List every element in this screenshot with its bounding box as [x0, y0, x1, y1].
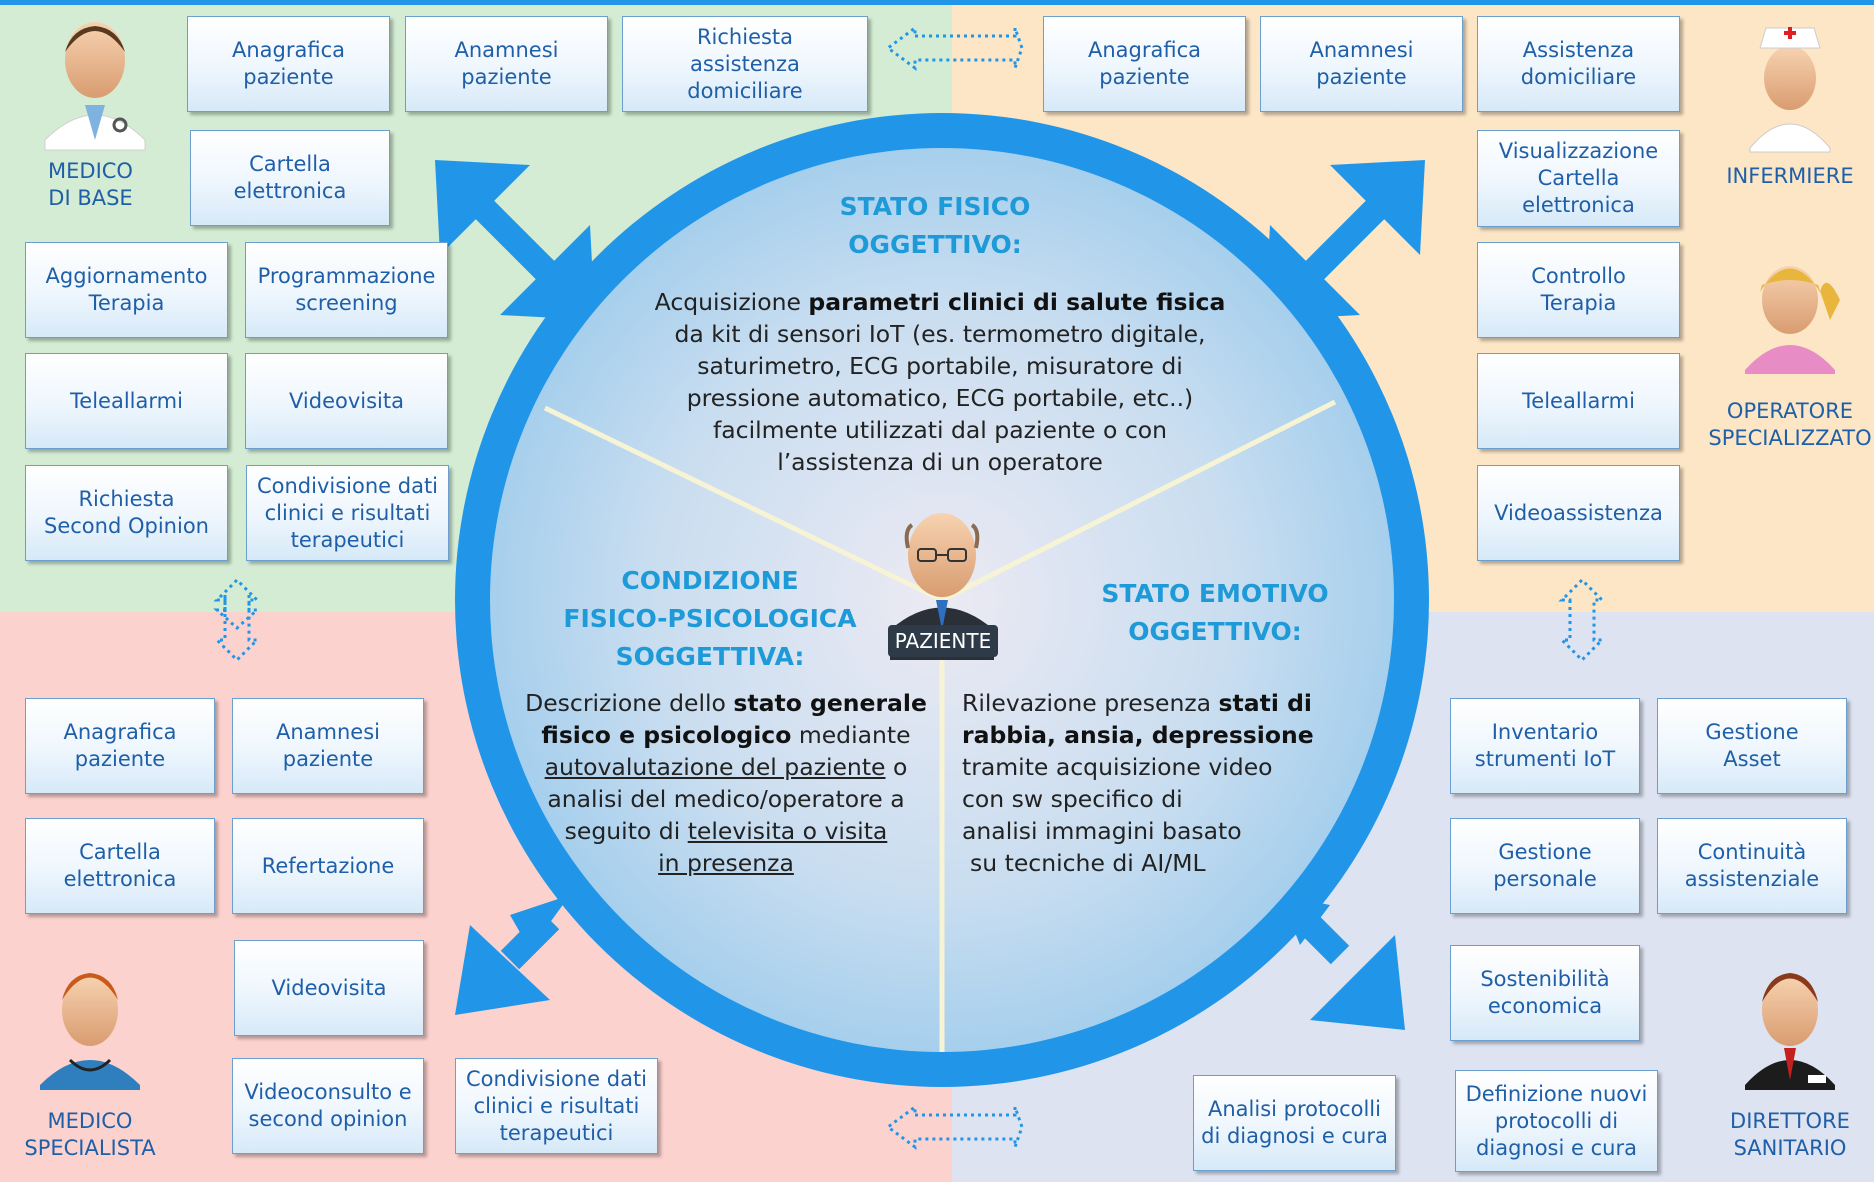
- infermiere-avatar: [1749, 27, 1831, 153]
- stato-fisico-text: Acquisizione parametri clinici di salute…: [654, 288, 1226, 476]
- condizione-text: Descrizione dello stato generale fisico …: [525, 689, 927, 877]
- videovisita-box[interactable]: Videovisita: [245, 353, 448, 449]
- medico-specialista-label: MEDICO SPECIALISTA: [24, 1109, 156, 1160]
- medico-base-avatar: [44, 22, 146, 151]
- inventario-strumenti-box[interactable]: Inventario strumenti IoT: [1450, 698, 1640, 794]
- operatore-avatar: [1745, 266, 1840, 374]
- infermiere-label: INFERMIERE: [1726, 164, 1854, 188]
- richiesta-second-opinion-box[interactable]: Richiesta Second Opinion: [25, 465, 228, 561]
- aggiornamento-terapia-box[interactable]: Aggiornamento Terapia: [25, 242, 228, 338]
- dotted-arrow-bottom: [885, 1104, 1024, 1150]
- refertazione-box[interactable]: Refertazione: [232, 818, 424, 914]
- dotted-arrow-top: [885, 25, 1024, 71]
- anagrafica-paziente-box[interactable]: Anagrafica paziente: [1043, 16, 1246, 112]
- dotted-arrow-right: [1558, 577, 1606, 663]
- anamnesi-paziente-box[interactable]: Anamnesi paziente: [405, 16, 608, 112]
- videovisita-box[interactable]: Videovisita: [234, 940, 424, 1036]
- cartella-elettronica-box[interactable]: Cartella elettronica: [190, 130, 390, 226]
- cartella-elettronica-box[interactable]: Cartella elettronica: [25, 818, 215, 914]
- videoassistenza-box[interactable]: Videoassistenza: [1477, 465, 1680, 561]
- teleallarmi-box[interactable]: Teleallarmi: [1477, 353, 1680, 449]
- teleallarmi-box[interactable]: Teleallarmi: [25, 353, 228, 449]
- sostenibilita-economica-box[interactable]: Sostenibilità economica: [1450, 945, 1640, 1041]
- gestione-personale-box[interactable]: Gestione personale: [1450, 818, 1640, 914]
- anagrafica-paziente-box[interactable]: Anagrafica paziente: [187, 16, 390, 112]
- anamnesi-paziente-box[interactable]: Anamnesi paziente: [1260, 16, 1463, 112]
- condizione-heading: CONDIZIONE FISICO-PSICOLOGICA SOGGETTIVA…: [563, 566, 857, 671]
- visualizzazione-cartella-box[interactable]: Visualizzazione Cartella elettronica: [1477, 130, 1680, 227]
- arrow-bottom-left: [455, 895, 570, 1015]
- richiesta-assistenza-domiciliare-box[interactable]: Richiesta assistenza domiciliare: [622, 16, 868, 112]
- patient-label: PAZIENTE: [888, 625, 998, 657]
- assistenza-domiciliare-box[interactable]: Assistenza domiciliare: [1477, 16, 1680, 112]
- top-bar: [0, 0, 1874, 5]
- gestione-asset-box[interactable]: Gestione Asset: [1657, 698, 1847, 794]
- direttore-label: DIRETTORE SANITARIO: [1730, 1109, 1850, 1160]
- operatore-label: OPERATORE SPECIALIZZATO: [1708, 399, 1872, 450]
- dotted-arrow-left: [213, 577, 261, 663]
- medico-specialista-avatar: [40, 973, 140, 1090]
- definizione-protocolli-box[interactable]: Definizione nuovi protocolli di diagnosi…: [1455, 1070, 1658, 1172]
- condivisione-dati-box[interactable]: Condivisione dati clinici e risultati te…: [246, 465, 449, 561]
- analisi-protocolli-box[interactable]: Analisi protocolli di diagnosi e cura: [1193, 1075, 1396, 1171]
- stato-emotivo-text: Rilevazione presenza stati di rabbia, an…: [962, 689, 1314, 877]
- anagrafica-paziente-box[interactable]: Anagrafica paziente: [25, 698, 215, 794]
- stato-emotivo-heading: STATO EMOTIVO OGGETTIVO:: [1101, 579, 1329, 646]
- medico-base-label: MEDICO DI BASE: [48, 159, 133, 210]
- direttore-avatar: [1745, 973, 1835, 1090]
- anamnesi-paziente-box[interactable]: Anamnesi paziente: [232, 698, 424, 794]
- controllo-terapia-box[interactable]: Controllo Terapia: [1477, 242, 1680, 338]
- videoconsulto-box[interactable]: Videoconsulto e second opinion: [232, 1058, 424, 1154]
- stato-fisico-heading: STATO FISICO OGGETTIVO:: [839, 192, 1031, 259]
- condivisione-dati-box[interactable]: Condivisione dati clinici e risultati te…: [455, 1058, 658, 1154]
- programmazione-screening-box[interactable]: Programmazione screening: [245, 242, 448, 338]
- continuita-assistenziale-box[interactable]: Continuità assistenziale: [1657, 818, 1847, 914]
